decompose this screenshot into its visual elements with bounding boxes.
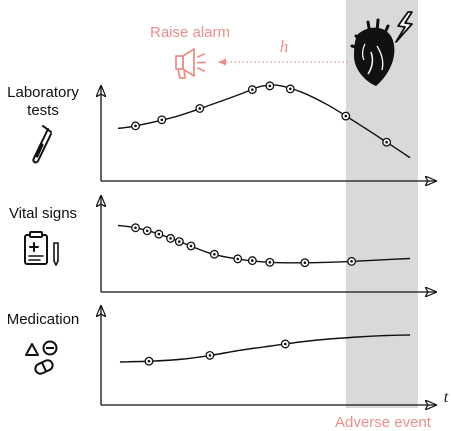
marker-medication-0 bbox=[144, 356, 154, 366]
markers-layer bbox=[131, 81, 392, 366]
marker-lab-2 bbox=[195, 104, 205, 113]
panel-label-medication: Medication bbox=[6, 311, 80, 328]
marker-lab-6 bbox=[341, 111, 351, 121]
marker-vital-2 bbox=[154, 229, 164, 239]
megaphone-icon bbox=[175, 48, 206, 79]
marker-medication-2 bbox=[280, 339, 290, 349]
marker-vital-6 bbox=[209, 249, 219, 259]
marker-vital-3 bbox=[166, 233, 176, 243]
marker-lab-7 bbox=[382, 137, 392, 147]
time-axis-label: t bbox=[443, 389, 449, 406]
axes-layer bbox=[101, 86, 436, 405]
panel-label-tests: tests bbox=[27, 102, 59, 119]
heart-lightning-icon bbox=[350, 11, 413, 86]
raise-alarm-label: Raise alarm bbox=[149, 24, 231, 41]
clipboard-icon bbox=[24, 231, 59, 266]
marker-vital-10 bbox=[300, 258, 310, 268]
marker-lab-3 bbox=[247, 85, 257, 95]
marker-medication-1 bbox=[205, 350, 215, 360]
marker-vital-1 bbox=[142, 226, 152, 236]
adverse-event-label: Adverse event bbox=[335, 414, 431, 431]
pills-icon bbox=[25, 340, 58, 375]
marker-vital-11 bbox=[347, 256, 357, 266]
marker-vital-4 bbox=[174, 237, 184, 247]
panel-label-laboratory: Laboratory bbox=[7, 84, 79, 101]
marker-lab-1 bbox=[157, 115, 167, 125]
marker-vital-5 bbox=[186, 241, 196, 251]
marker-vital-0 bbox=[131, 223, 140, 233]
horizon-symbol: h bbox=[279, 37, 289, 56]
marker-vital-9 bbox=[265, 257, 275, 267]
test-tube-icon bbox=[32, 125, 52, 164]
marker-vital-7 bbox=[233, 254, 243, 264]
marker-vital-8 bbox=[247, 256, 257, 266]
marker-lab-5 bbox=[285, 84, 295, 94]
marker-lab-4 bbox=[265, 81, 275, 91]
curve-medication bbox=[119, 334, 411, 363]
panel-label-vital-signs: Vital signs bbox=[8, 205, 78, 222]
marker-lab-0 bbox=[131, 121, 140, 131]
